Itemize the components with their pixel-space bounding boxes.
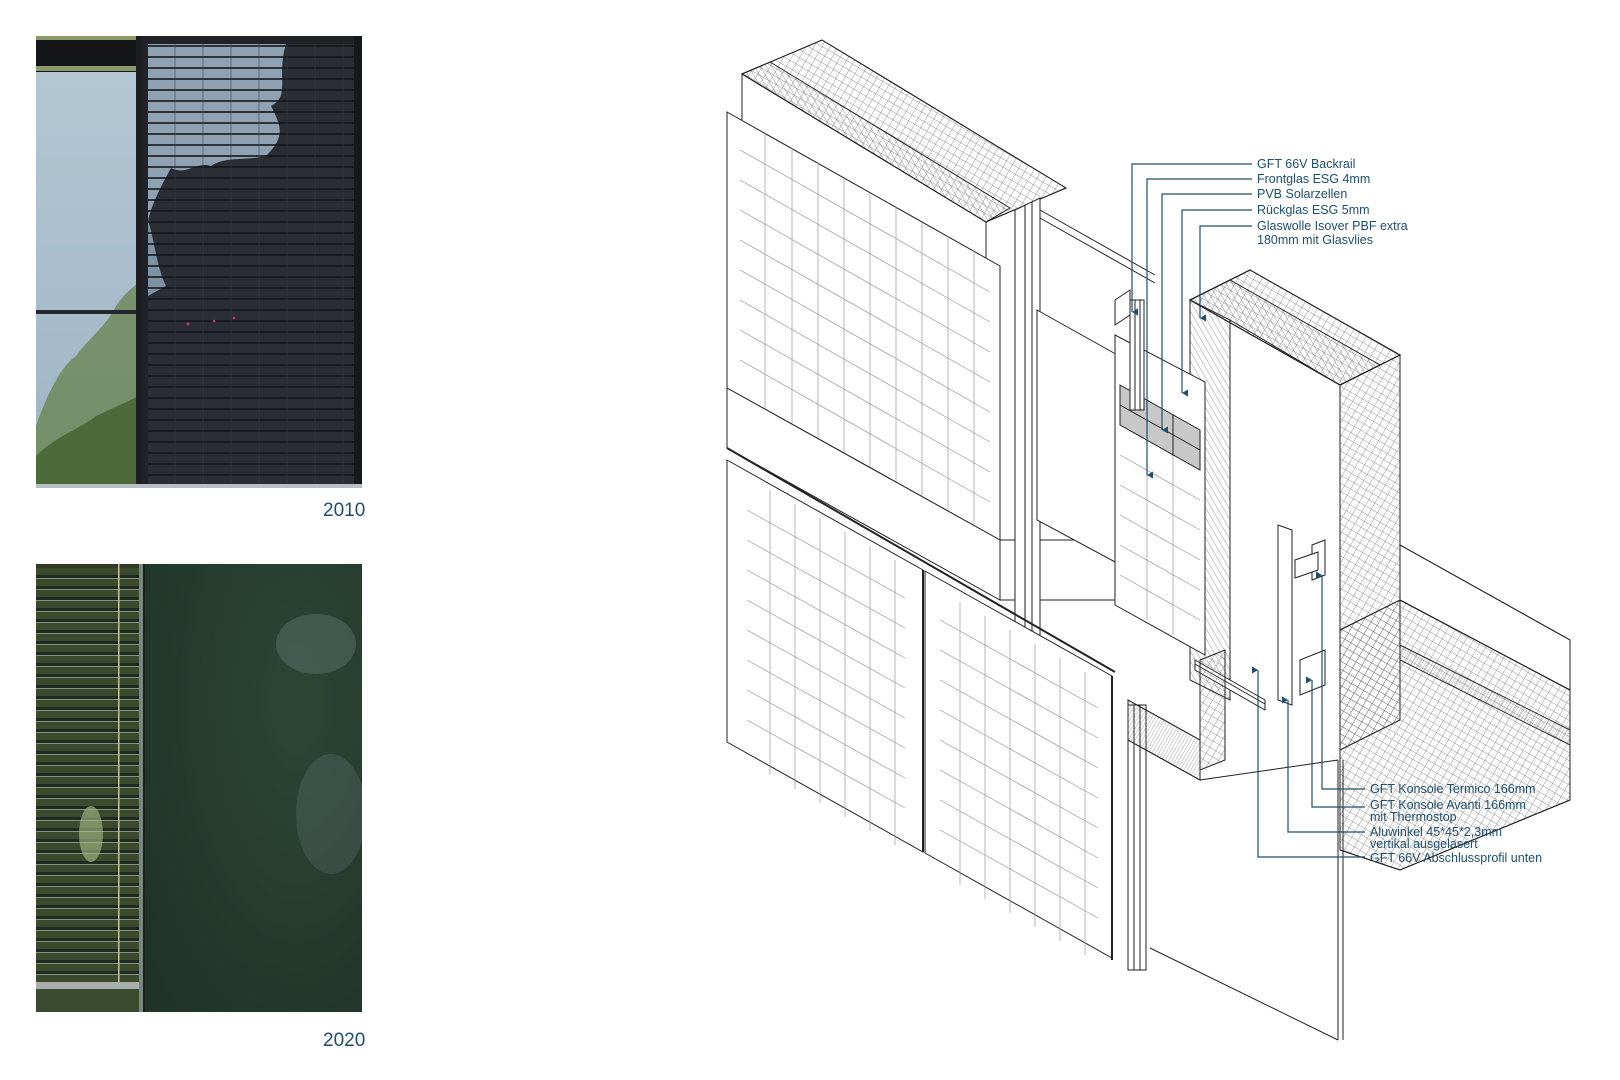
year-label-2020: 2020: [323, 1030, 366, 1051]
pv-panel-lower-left: [726, 459, 924, 853]
label-konsole-termico: GFT Konsole Termico 166mm: [1370, 782, 1536, 796]
year-label-2010: 2010: [323, 500, 366, 521]
label-glaswolle: Glaswolle Isover PBF extra: [1257, 219, 1408, 233]
pv-module-cutaway: [1114, 289, 1206, 656]
photo-2010-image: [36, 36, 362, 488]
photo-2010: [36, 36, 362, 488]
leader-lines-bottom: [1252, 571, 1365, 858]
label-glaswolle-2: 180mm mit Glasvlies: [1257, 233, 1373, 247]
label-aluwinkel-2: vertikal ausgelasert: [1370, 837, 1478, 851]
photo-2020: [36, 564, 362, 1016]
label-frontglas: Frontglas ESG 4mm: [1257, 172, 1370, 186]
label-konsole-avanti: GFT Konsole Avanti 166mm: [1370, 798, 1526, 812]
label-aluwinkel: Aluwinkel 45*45*2,3mm: [1370, 825, 1502, 839]
pv-panel-lower-right: [924, 570, 1113, 959]
leader-lines-top: [1131, 163, 1252, 479]
callout-labels-top: GFT 66V Backrail Frontglas ESG 4mm PVB S…: [1257, 157, 1408, 247]
photo-2020-image: [36, 564, 362, 1016]
label-konsole-avanti-2: mit Thermostop: [1370, 810, 1457, 824]
callout-labels-bottom: GFT Konsole Termico 166mm GFT Konsole Av…: [1370, 782, 1542, 865]
label-rueckglas: Rückglas ESG 5mm: [1257, 203, 1370, 217]
label-backrail: GFT 66V Backrail: [1257, 157, 1355, 171]
label-pvb: PVB Solarzellen: [1257, 187, 1347, 201]
label-abschlussprofil: GFT 66V Abschlussprofil unten: [1370, 851, 1542, 865]
drawing-linework: [726, 39, 1571, 1041]
